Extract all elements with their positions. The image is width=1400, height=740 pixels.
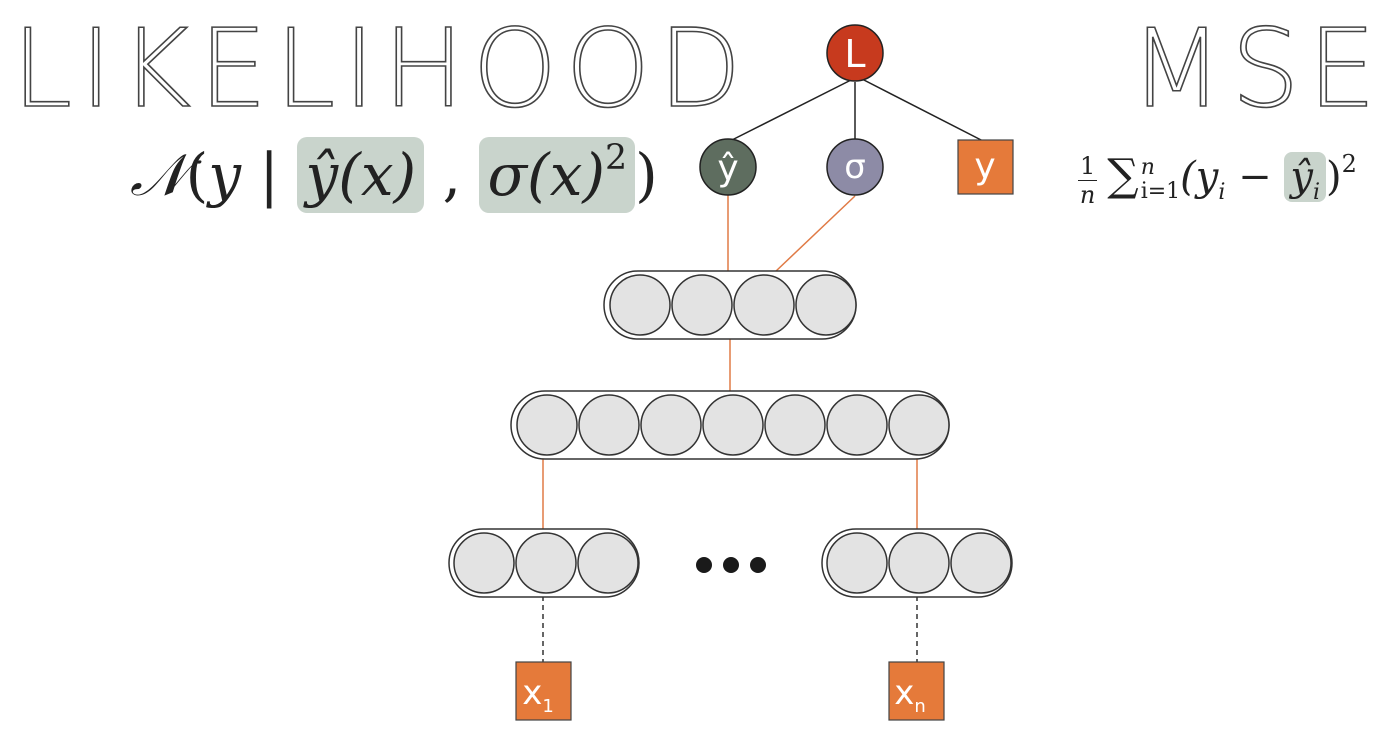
neuron <box>733 274 795 336</box>
mse-power: 2 <box>1341 150 1357 178</box>
mse-yhat-highlight: ŷi <box>1284 152 1327 205</box>
sum-symbol: ∑ <box>1107 150 1139 201</box>
sigma-node-label: σ <box>844 147 866 187</box>
variance-term: σ(x) <box>487 141 606 210</box>
input-node-last-label: xn <box>894 673 926 717</box>
neuron <box>640 394 702 456</box>
input-first-main: x <box>522 673 542 713</box>
neuron <box>764 394 826 456</box>
neuron <box>702 394 764 456</box>
neuron <box>609 274 671 336</box>
edge-sigma-layer1 <box>774 195 856 273</box>
sigma-node <box>826 138 884 196</box>
mse-title: MSE <box>1129 7 1384 132</box>
open-paren: ( <box>185 141 209 210</box>
mse-minus: − <box>1225 154 1285 200</box>
fraction-numerator: 1 <box>1078 151 1098 181</box>
input-last-sub: n <box>914 696 925 717</box>
input-last-main: x <box>894 673 914 713</box>
variance-power: 2 <box>605 138 628 178</box>
neuron <box>671 274 733 336</box>
neuron <box>950 532 1012 594</box>
ellipsis-dot <box>750 557 766 573</box>
given-bar: | <box>241 141 298 210</box>
mse-y-sub: i <box>1218 180 1226 205</box>
ellipsis <box>696 557 766 573</box>
yhat-node-label: ŷ <box>717 148 738 189</box>
likelihood-formula: 𝒩(y | ŷ(x) , σ(x)2) <box>130 137 658 214</box>
edge-loss-target <box>859 77 986 143</box>
neuron <box>577 532 639 594</box>
neuron <box>453 532 515 594</box>
neuron <box>516 394 578 456</box>
target-var: y <box>208 141 241 210</box>
sum-lower: i=1 <box>1140 179 1181 204</box>
ellipsis-dot <box>723 557 739 573</box>
ellipsis-dot <box>696 557 712 573</box>
close-paren: ) <box>635 141 658 210</box>
input-node-last <box>888 661 945 721</box>
mse-term-close: ) <box>1326 154 1342 200</box>
neuron <box>826 394 888 456</box>
edge-loss-yhat <box>727 77 856 143</box>
normal-dist-symbol: 𝒩 <box>130 141 186 210</box>
comma: , <box>442 141 462 210</box>
target-node-label: y <box>974 146 995 187</box>
mse-term-open: (y <box>1180 154 1219 200</box>
input-first-sub: 1 <box>542 696 553 717</box>
neuron <box>826 532 888 594</box>
mse-yhat: ŷ <box>1290 154 1313 200</box>
neuron <box>578 394 640 456</box>
mean-highlight: ŷ(x) <box>297 137 425 214</box>
input-node-first-label: x1 <box>522 673 554 717</box>
mse-yhat-sub: i <box>1312 180 1321 205</box>
neuron <box>888 394 950 456</box>
fraction-denominator: n <box>1079 180 1096 209</box>
neuron <box>888 532 950 594</box>
loss-node <box>826 24 884 82</box>
sum-upper: n <box>1140 154 1155 180</box>
neuron <box>795 274 857 336</box>
input-node-first <box>515 661 572 721</box>
target-node <box>957 139 1014 195</box>
variance-highlight: σ(x)2 <box>479 137 636 214</box>
yhat-node <box>699 138 757 196</box>
likelihood-title: LIKELIHOOD <box>11 7 750 132</box>
neuron <box>515 532 577 594</box>
loss-node-label: L <box>844 32 865 76</box>
